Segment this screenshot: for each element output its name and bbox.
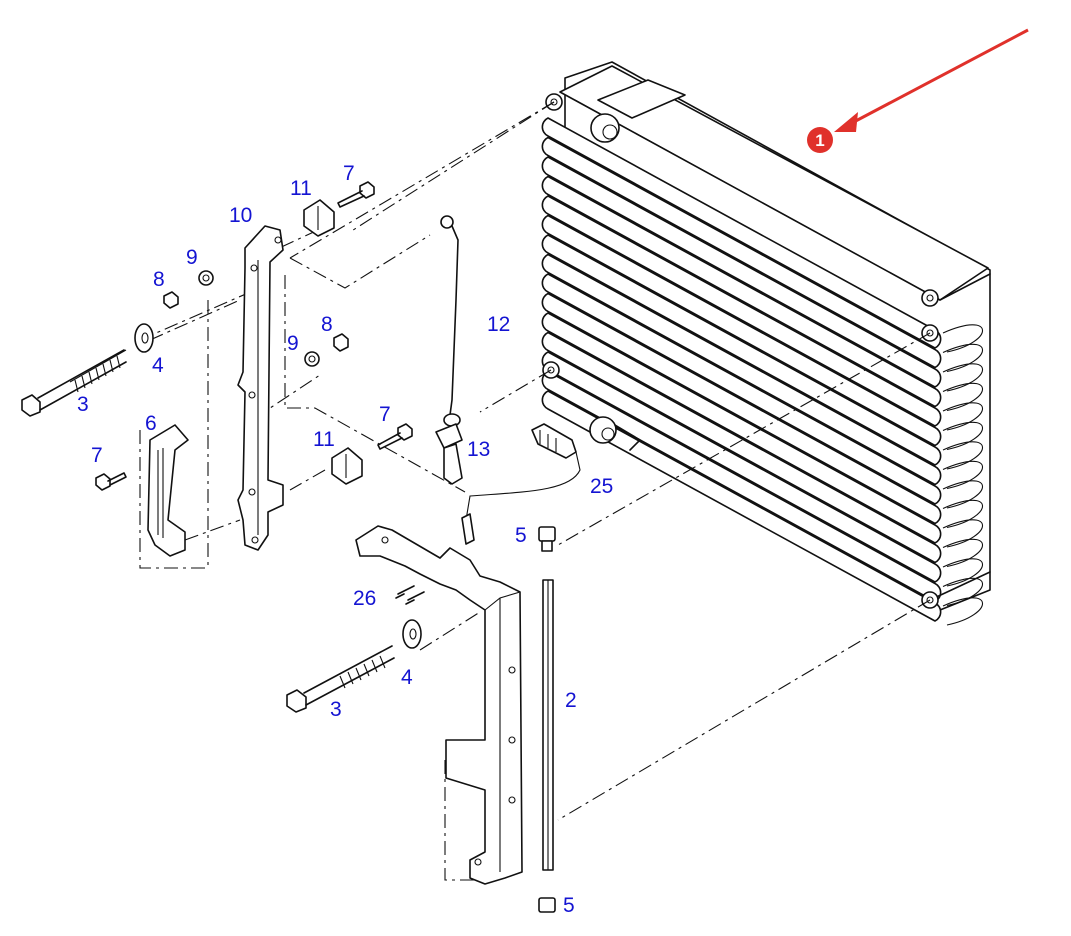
label-part-9-mid: 9 — [287, 332, 299, 355]
label-part-4-bottom: 4 — [401, 666, 413, 689]
condenser-tube-return — [942, 577, 984, 607]
screws-26 — [395, 585, 425, 605]
label-part-11-top: 11 — [290, 177, 312, 200]
label-part-5-top: 5 — [515, 524, 527, 547]
washer-4-top — [134, 323, 154, 353]
label-part-26: 26 — [353, 587, 376, 610]
condenser-tube-return — [942, 538, 984, 568]
screw-7-top — [337, 181, 375, 208]
clip-11-top — [303, 199, 335, 237]
callout-marker-text: 1 — [815, 131, 824, 150]
condenser-tube-return — [942, 382, 984, 412]
bolt-3-top — [21, 349, 127, 417]
callout-arrow: 1 — [807, 28, 1029, 153]
label-part-13: 13 — [467, 438, 490, 461]
label-part-7-left: 7 — [91, 444, 103, 467]
label-part-3-bottom: 3 — [330, 698, 342, 721]
condenser-tube-return — [942, 460, 984, 490]
pin-2 — [542, 579, 554, 871]
condenser-tube-return — [942, 441, 984, 470]
condenser-tube-return — [942, 597, 984, 626]
handle-6 — [147, 424, 189, 557]
leader-lines — [139, 101, 931, 881]
label-part-5-bottom: 5 — [563, 894, 575, 917]
condenser-tube — [541, 292, 942, 525]
label-part-7-mid: 7 — [379, 403, 391, 426]
label-part-2: 2 — [565, 689, 577, 712]
washer-4-bottom — [402, 619, 422, 649]
condenser-tube-return — [942, 363, 984, 392]
clip-11-mid — [331, 447, 363, 485]
condenser-tube-return — [942, 343, 984, 373]
sensor-25 — [461, 423, 581, 545]
condenser-tube — [541, 312, 942, 544]
condenser-tube-return — [942, 421, 984, 451]
washer-9-top — [198, 270, 214, 286]
condenser-tube-return — [942, 499, 984, 529]
condenser-tube — [541, 156, 942, 388]
condenser-tube — [541, 390, 942, 622]
condenser-tube — [541, 175, 942, 408]
condenser-tube — [541, 351, 942, 583]
condenser-core — [541, 61, 991, 626]
condenser-tube-return — [942, 558, 984, 587]
condenser-tube — [541, 234, 942, 466]
label-part-11-mid: 11 — [313, 428, 335, 451]
condenser-tube — [541, 331, 942, 564]
condenser-tube — [541, 253, 942, 486]
callout-marker-circle — [807, 127, 833, 153]
washer-9-mid — [304, 351, 320, 367]
rod-12 — [440, 215, 461, 427]
condenser-tube — [541, 195, 942, 427]
screw-7-left — [95, 472, 127, 491]
label-part-12: 12 — [487, 313, 510, 336]
label-part-3-top: 3 — [77, 393, 89, 416]
nut-8-mid — [333, 333, 349, 352]
condenser-tube-return — [942, 402, 984, 431]
nut-5-bottom — [538, 897, 556, 913]
condenser-tube — [541, 273, 942, 505]
label-part-10: 10 — [229, 204, 252, 227]
condenser-tube-return — [942, 324, 984, 353]
lower-mounting-bracket — [355, 525, 523, 885]
label-part-8-top: 8 — [153, 268, 165, 291]
label-part-6: 6 — [145, 412, 157, 435]
bolt-3-bottom — [286, 645, 395, 713]
part-labels: 7 11 10 9 8 8 9 4 3 12 6 7 7 11 13 25 5 … — [77, 162, 613, 917]
condenser-tube — [541, 136, 942, 369]
condenser-tube — [541, 214, 942, 447]
bracket-13 — [435, 423, 463, 485]
label-part-9-top: 9 — [186, 246, 198, 269]
bracket-10 — [237, 225, 284, 551]
label-part-7-top: 7 — [343, 162, 355, 185]
condenser-tube-return — [942, 480, 984, 509]
nut-5-top — [538, 526, 556, 552]
label-part-8-mid: 8 — [321, 313, 333, 336]
nut-8-top — [163, 291, 179, 309]
label-part-4-top: 4 — [152, 354, 164, 377]
condenser-tube-return — [942, 519, 984, 548]
screw-7-mid — [377, 423, 413, 450]
label-part-25: 25 — [590, 475, 613, 498]
